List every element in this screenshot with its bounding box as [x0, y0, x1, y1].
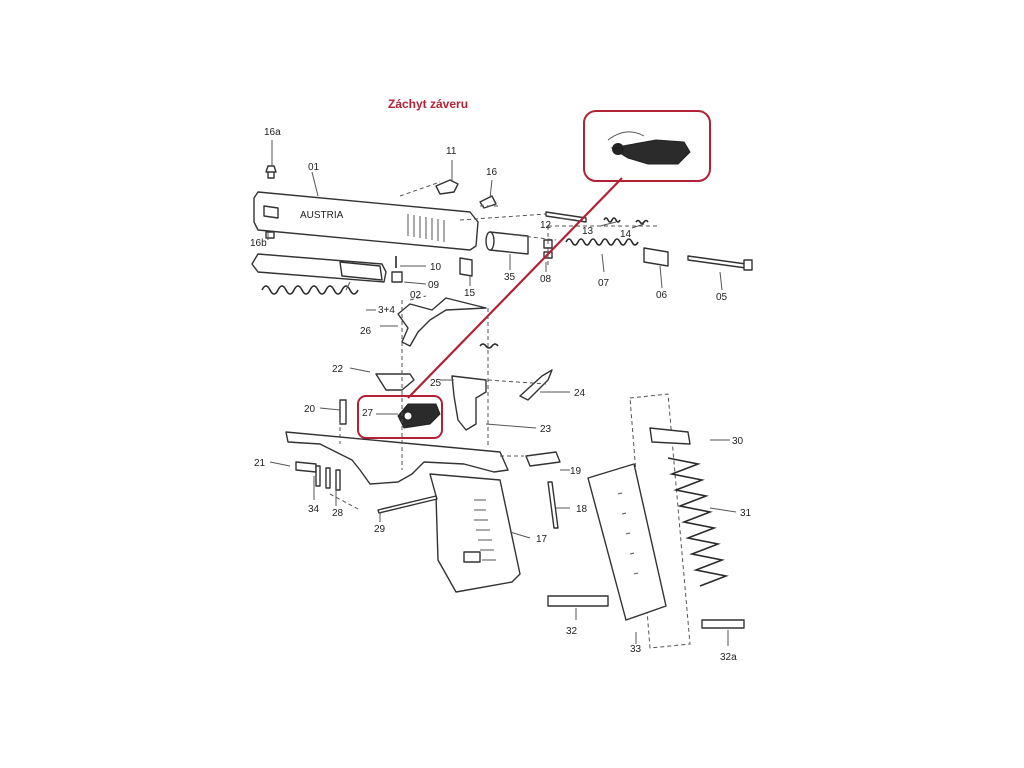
label-11: 11 [446, 146, 457, 157]
part-33-magazine-tube [587, 463, 667, 621]
label-34: 34 [308, 504, 320, 515]
part-30-follower [649, 427, 691, 445]
part-01-slide: AUSTRIA [253, 191, 479, 251]
part-labels: 16a 01 11 16 16b 10 09 02 3+4 26 12 13 1… [250, 127, 752, 663]
part-11-extractor-depressor [435, 179, 459, 195]
label-17: 17 [536, 534, 548, 545]
label-35: 35 [504, 272, 516, 283]
part-21-locking-block [295, 461, 317, 473]
label-25: 25 [430, 378, 442, 389]
label-16: 16 [486, 167, 498, 178]
part-05-rod [687, 255, 753, 271]
part-32-floor-plate [547, 595, 609, 607]
label-23: 23 [540, 424, 552, 435]
leader-lines [267, 140, 737, 646]
part-35-cylinder [485, 231, 529, 255]
part-25-trigger-mechanism-housing [451, 375, 487, 431]
magazine-holes [617, 492, 639, 575]
part-31-magazine-spring [667, 457, 729, 587]
part-29-pin [377, 495, 438, 514]
part-13-spring [603, 217, 621, 223]
label-18: 18 [576, 504, 588, 515]
label-15: 15 [464, 288, 476, 299]
label-14: 14 [620, 229, 632, 240]
magazine-dashed-frame [629, 393, 691, 649]
label-07: 07 [598, 278, 610, 289]
label-06: 06 [656, 290, 668, 301]
grip-texture [474, 499, 496, 561]
label-16a: 16a [264, 127, 281, 138]
inset-slide-stop-lever [607, 131, 691, 165]
highlight-connector-line [407, 177, 623, 399]
label-28: 28 [332, 508, 344, 519]
assembly-lines-middle [329, 295, 547, 511]
label-3-4: 3+4 [378, 305, 395, 316]
part-3-4-recoil-spring [261, 285, 359, 295]
label-20: 20 [304, 404, 316, 415]
slide-serrations [407, 214, 445, 242]
inset-highlight-box [583, 110, 711, 182]
part-18-pin [547, 481, 559, 529]
spring-small-middle [479, 343, 499, 349]
label-26: 26 [360, 326, 372, 337]
part-14-spring-cups [635, 219, 649, 225]
slide-engraving: AUSTRIA [300, 210, 344, 221]
label-02: 02 [410, 290, 422, 301]
part-24-ejector [519, 369, 553, 401]
part-28-pin [325, 467, 341, 491]
part-27-highlight-box [357, 395, 443, 439]
label-08: 08 [540, 274, 552, 285]
label-30: 30 [732, 436, 744, 447]
label-22: 22 [332, 364, 344, 375]
part-06-sleeve [643, 247, 669, 267]
label-19: 19 [570, 466, 582, 477]
assembly-lines-top [399, 181, 660, 268]
part-22-trigger-housing [375, 373, 415, 391]
part-16a-rear-sight [265, 165, 277, 179]
part-20-pin [339, 399, 347, 425]
part-32a-insert [701, 619, 745, 629]
label-27: 27 [362, 408, 374, 419]
label-29: 29 [374, 524, 386, 535]
diagram-title: Záchyt záveru [388, 97, 468, 111]
label-33: 33 [630, 644, 642, 655]
label-13: 13 [582, 226, 594, 237]
part-17-frame [285, 431, 521, 593]
label-05: 05 [716, 292, 728, 303]
part-34-pin [315, 465, 321, 487]
part-19-locking-block-2 [525, 451, 561, 467]
label-21: 21 [254, 458, 266, 469]
label-24: 24 [574, 388, 586, 399]
label-32: 32 [566, 626, 578, 637]
part-07-spring [565, 238, 639, 246]
part-26-trigger-bar [397, 297, 487, 347]
label-01: 01 [308, 162, 320, 173]
label-10: 10 [430, 262, 442, 273]
label-32a: 32a [720, 652, 737, 663]
part-09-pin [391, 271, 403, 283]
part-16b-front-sight [265, 231, 275, 239]
label-31: 31 [740, 508, 752, 519]
part-27-slide-stop-lever [397, 403, 441, 429]
highlight-group [357, 110, 711, 439]
part-02-barrel [251, 253, 387, 283]
part-15-firing-pin-cover [459, 257, 473, 277]
label-16b: 16b [250, 238, 267, 249]
label-12: 12 [540, 220, 552, 231]
label-09: 09 [428, 280, 440, 291]
